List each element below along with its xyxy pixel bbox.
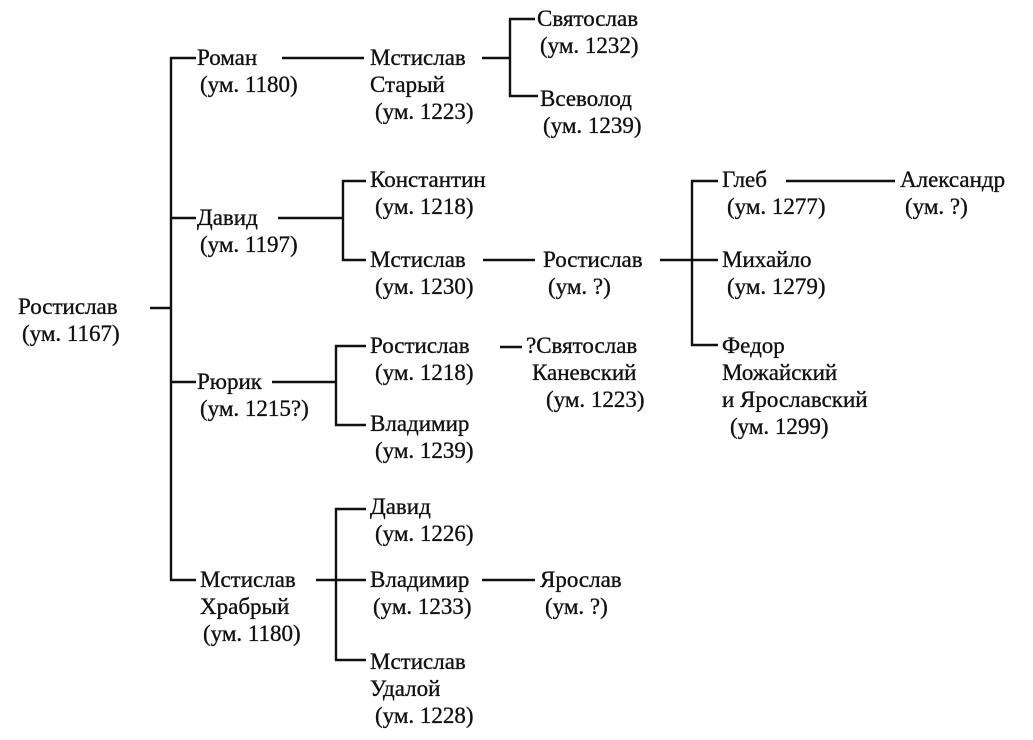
death-year: (ум. 1218) [375, 194, 474, 219]
person-epithet: Каневский [532, 360, 637, 385]
death-year: (ум. ?) [905, 194, 968, 219]
person-epithet: Храбрый [200, 594, 290, 619]
person-name: Владимир [370, 411, 470, 436]
death-year: (ум. 1239) [375, 438, 474, 463]
death-year: (ум. 1180) [203, 621, 301, 646]
person-epithet: и Ярославский [722, 387, 868, 412]
death-year: (ум. 1197) [200, 232, 298, 257]
person-vsevolod: Всеволод(ум. 1239) [540, 85, 642, 139]
death-year: (ум. 1230) [375, 274, 474, 299]
death-year: (ум. 1223) [546, 387, 645, 412]
death-year: (ум. 1239) [543, 113, 642, 138]
person-name: Давид [197, 205, 258, 230]
person-epithet: Можайский [722, 360, 838, 385]
death-year: (ум. 1215?) [200, 396, 309, 421]
death-year: (ум. 1226) [375, 521, 474, 546]
person-david-1197: Давид(ум. 1197) [197, 204, 298, 258]
person-david-1226: Давид(ум. 1226) [370, 493, 474, 547]
person-epithet: Старый [370, 72, 445, 97]
person-name: Владимир [370, 567, 470, 592]
person-mikhailo: Михайло(ум. 1279) [722, 246, 826, 300]
person-name: Давид [370, 494, 431, 519]
person-name: Александр [900, 167, 1006, 192]
death-year: (ум. 1228) [375, 703, 474, 728]
death-year: (ум. ?) [548, 274, 611, 299]
death-year: (ум. 1277) [727, 194, 826, 219]
person-konstantin: Константин(ум. 1218) [370, 166, 486, 220]
person-gleb: Глеб(ум. 1277) [722, 166, 826, 220]
person-ryurik: Рюрик(ум. 1215?) [197, 368, 309, 422]
death-year: (ум. 1223) [375, 99, 474, 124]
person-name: Мстислав [370, 45, 466, 70]
death-year: (ум. 1233) [373, 594, 472, 619]
person-vladimir-1233: Владимир(ум. 1233) [370, 566, 472, 620]
person-name: ?Святослав [526, 333, 638, 358]
person-mstislav-1230: Мстислав(ум. 1230) [370, 246, 474, 300]
death-year: (ум. ?) [545, 594, 608, 619]
person-name: Ростислав [18, 294, 118, 319]
person-rostislav-unknown: Ростислав(ум. ?) [543, 246, 643, 300]
person-name: Всеволод [540, 86, 632, 111]
person-aleksandr: Александр(ум. ?) [900, 166, 1005, 220]
person-roman: Роман(ум. 1180) [197, 44, 298, 98]
person-name: Ростислав [543, 247, 643, 272]
person-name: Константин [370, 167, 486, 192]
person-svyatoslav-1232: Святослав(ум. 1232) [537, 5, 639, 59]
person-rostislav-1218: Ростислав(ум. 1218) [370, 332, 474, 386]
death-year: (ум. 1279) [727, 274, 826, 299]
person-name: Глеб [722, 167, 767, 192]
person-name: Роман [197, 45, 258, 70]
person-name: Святослав [537, 6, 639, 31]
death-year: (ум. 1180) [200, 72, 298, 97]
person-name: Мстислав [200, 567, 296, 592]
death-year: (ум. 1299) [730, 414, 829, 439]
person-name: Мстислав [370, 649, 466, 674]
person-epithet: Удалой [370, 676, 441, 701]
person-name: Михайло [722, 247, 812, 272]
person-name: Ярослав [540, 567, 622, 592]
person-yaroslav: Ярослав(ум. ?) [540, 566, 622, 620]
death-year: (ум. 1218) [375, 360, 474, 385]
person-rostislav-root: Ростислав(ум. 1167) [18, 293, 120, 347]
person-name: Ростислав [370, 333, 470, 358]
person-name: Мстислав [370, 247, 466, 272]
person-name: Рюрик [197, 369, 262, 394]
person-vladimir-1239: Владимир(ум. 1239) [370, 410, 474, 464]
death-year: (ум. 1232) [540, 33, 639, 58]
person-name: Федор [722, 333, 785, 358]
death-year: (ум. 1167) [22, 321, 120, 346]
